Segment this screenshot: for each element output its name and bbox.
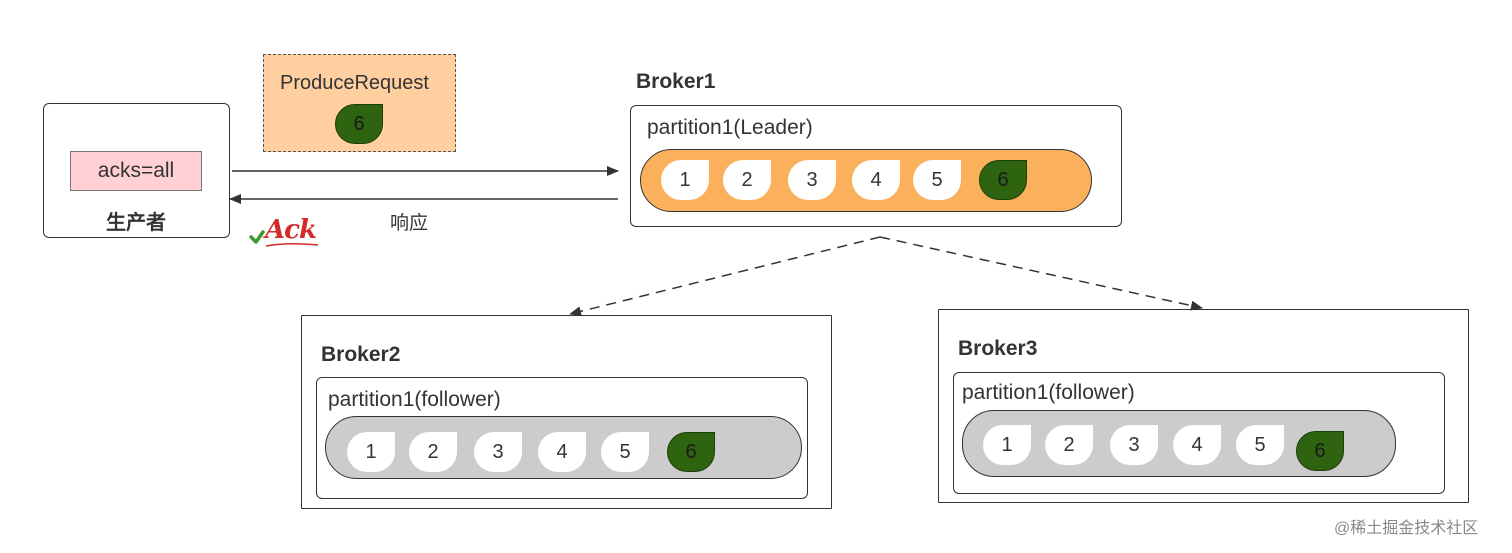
broker2-message-5: 5 bbox=[601, 432, 649, 472]
broker2-message-1: 1 bbox=[347, 432, 395, 472]
broker3-message-2: 2 bbox=[1045, 425, 1093, 465]
broker1-partition: partition1(Leader) 1 2 3 4 5 6 bbox=[630, 105, 1122, 227]
broker2-partition: partition1(follower) 1 2 3 4 5 6 bbox=[316, 377, 808, 499]
response-label: 响应 bbox=[390, 213, 429, 234]
watermark: @稀土掘金技术社区 bbox=[1334, 520, 1479, 537]
produce-request-label: ProduceRequest bbox=[280, 72, 429, 94]
acks-config: acks=all bbox=[70, 151, 202, 191]
broker2-message-3: 3 bbox=[474, 432, 522, 472]
producer-label: 生产者 bbox=[106, 212, 166, 234]
broker3-message-lane: 1 2 3 4 5 6 bbox=[962, 410, 1396, 477]
broker3-partition: partition1(follower) 1 2 3 4 5 6 bbox=[953, 372, 1445, 494]
ack-text: Ack bbox=[265, 215, 317, 245]
broker3-node: Broker3 partition1(follower) 1 2 3 4 5 6 bbox=[938, 309, 1469, 503]
broker3-message-3: 3 bbox=[1110, 425, 1158, 465]
producer-node: acks=all 生产者 bbox=[43, 103, 230, 238]
replicate-to-broker3-arrow bbox=[879, 236, 1203, 311]
broker1-message-1: 1 bbox=[661, 160, 709, 200]
broker1-message-6: 6 bbox=[979, 160, 1027, 200]
broker2-message-6: 6 bbox=[667, 432, 715, 472]
ack-stamp: Ack bbox=[248, 215, 322, 251]
broker3-message-1: 1 bbox=[983, 425, 1031, 465]
broker2-message-4: 4 bbox=[538, 432, 586, 472]
broker2-partition-label: partition1(follower) bbox=[328, 388, 501, 411]
broker2-node: Broker2 partition1(follower) 1 2 3 4 5 6 bbox=[301, 315, 832, 509]
broker3-message-5: 5 bbox=[1236, 425, 1284, 465]
replicate-to-broker2-arrow bbox=[569, 236, 881, 317]
broker2-title: Broker2 bbox=[321, 343, 401, 366]
broker1-title: Broker1 bbox=[636, 70, 716, 93]
broker3-message-6: 6 bbox=[1296, 431, 1344, 471]
broker2-message-lane: 1 2 3 4 5 6 bbox=[325, 416, 802, 479]
produce-request-box: ProduceRequest 6 bbox=[263, 54, 456, 152]
broker3-title: Broker3 bbox=[958, 337, 1038, 360]
broker1-message-3: 3 bbox=[788, 160, 836, 200]
broker1-message-4: 4 bbox=[852, 160, 900, 200]
broker1-message-5: 5 bbox=[913, 160, 961, 200]
broker3-message-4: 4 bbox=[1173, 425, 1221, 465]
request-message-6: 6 bbox=[335, 104, 383, 144]
broker2-message-2: 2 bbox=[409, 432, 457, 472]
broker1-message-lane: 1 2 3 4 5 6 bbox=[640, 149, 1092, 212]
broker3-partition-label: partition1(follower) bbox=[962, 381, 1135, 404]
ack-checkmark-icon bbox=[249, 230, 319, 247]
broker1-partition-label: partition1(Leader) bbox=[647, 116, 813, 139]
broker1-message-2: 2 bbox=[723, 160, 771, 200]
